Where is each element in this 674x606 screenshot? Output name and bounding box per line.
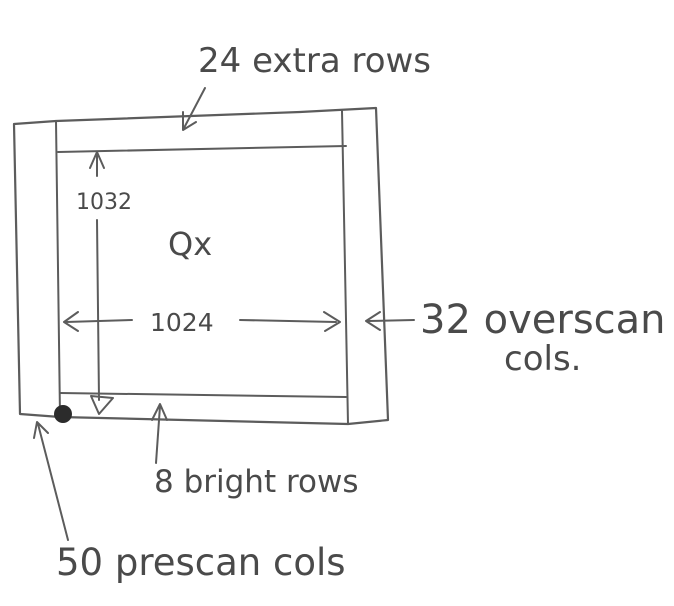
extra-rows-pointer	[182, 87, 206, 131]
height-arrow	[89, 151, 114, 415]
width-label: 1024	[150, 308, 214, 337]
height-label: 1032	[76, 190, 132, 215]
extra-rows-band-line	[57, 145, 347, 153]
overscan-label-line2: cols.	[504, 339, 581, 379]
overscan-pointer	[365, 311, 415, 331]
bright-rows-pointer	[151, 403, 168, 464]
width-arrow-left	[63, 311, 133, 332]
extra-rows-label: 24 extra rows	[198, 41, 431, 81]
bright-rows-band-line	[59, 392, 347, 398]
width-arrow-right	[239, 311, 341, 332]
overscan-column-line	[341, 110, 349, 425]
register-label: Qx	[168, 225, 212, 263]
bright-rows-label: 8 bright rows	[154, 464, 358, 500]
overscan-label-line1: 32 overscan	[420, 297, 666, 343]
origin-dot	[54, 405, 72, 423]
sensor-outline	[12, 106, 390, 426]
prescan-label: 50 prescan cols	[56, 541, 346, 584]
prescan-pointer	[33, 421, 69, 541]
prescan-column-line	[55, 120, 61, 417]
